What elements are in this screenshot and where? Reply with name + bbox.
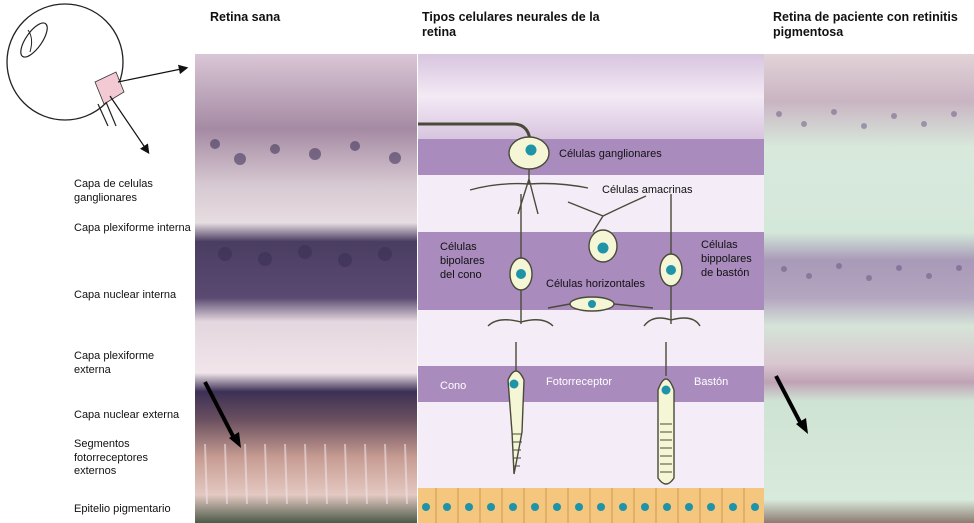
cell-types-schematic: Células ganglionares Células amacrinas C… — [418, 54, 764, 523]
cell-types-title: Tipos celulares neurales de la retina — [422, 10, 622, 40]
label-photoreceptor: Fotorreceptor — [546, 376, 612, 389]
layer-label-outer-plexiform: Capa plexiforme externa — [74, 350, 192, 377]
pigment-epithelium-cells — [418, 488, 764, 523]
layer-label-pigment-epithelium: Epitelio pigmentario — [74, 503, 192, 517]
patient-retina-micrograph — [764, 54, 974, 523]
eye-diagram — [0, 0, 200, 165]
label-rod-bipolar-cells: Células bippolares de bastón — [701, 238, 764, 280]
label-ganglion-cells: Células ganglionares — [559, 148, 662, 161]
label-cone-bipolar-cells: Células bipolares del cono — [440, 240, 502, 282]
layer-label-outer-segments: Segmentos fotorreceptores externos — [74, 438, 192, 479]
healthy-retina-title: Retina sana — [210, 10, 280, 25]
layer-label-ganglion: Capa de celulas ganglionares — [74, 178, 192, 205]
layer-label-inner-nuclear: Capa nuclear interna — [74, 289, 192, 303]
layer-label-inner-plexiform: Capa plexiforme interna — [74, 222, 192, 236]
label-rod: Bastón — [694, 376, 728, 389]
patient-retina-title: Retina de paciente con retinitis pigment… — [773, 10, 973, 40]
label-amacrine-cells: Células amacrinas — [602, 184, 692, 197]
healthy-retina-micrograph — [195, 54, 417, 523]
label-horizontal-cells: Células horizontales — [546, 278, 645, 291]
layer-label-outer-nuclear: Capa nuclear externa — [74, 409, 192, 423]
label-cone: Cono — [440, 380, 466, 393]
